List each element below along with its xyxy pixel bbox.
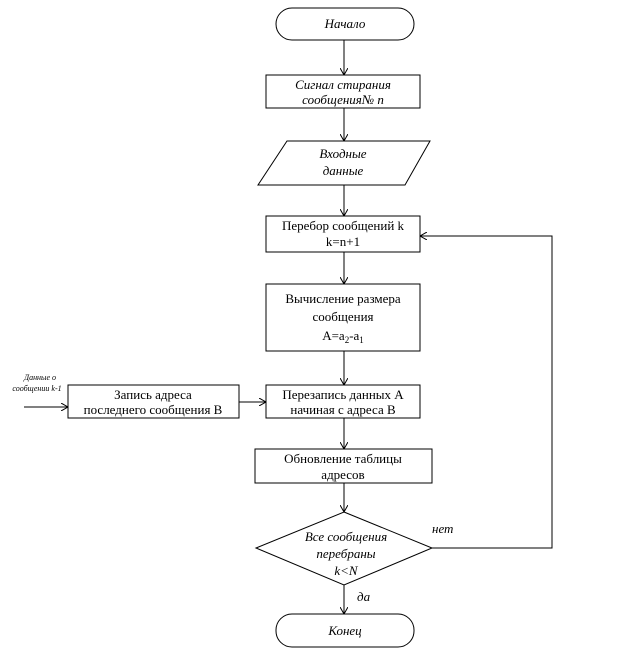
loop-line2: k=n+1 (326, 234, 360, 249)
loop-line1: Перебор сообщений k (282, 218, 405, 233)
iterate-messages-box: Перебор сообщений k k=n+1 (265, 215, 421, 253)
rewrite-data-box: Перезапись данных А начиная с адреса В (265, 384, 421, 419)
external-input-line1: Данные о (23, 373, 56, 382)
signal-line2: сообщения№ n (302, 92, 384, 107)
record-line1: Запись адреса (114, 387, 192, 402)
rewrite-line1: Перезапись данных А (282, 387, 404, 402)
record-address-box: Запись адреса последнего сообщения В (67, 384, 240, 419)
update-table-box: Обновление таблицы адресов (254, 448, 433, 484)
rewrite-line2: начиная с адреса В (290, 402, 396, 417)
start-terminator: Начало (275, 7, 415, 41)
decision-line2: перебраны (316, 546, 375, 561)
decision-line1: Все сообщения (305, 529, 387, 544)
yes-label: да (357, 589, 371, 604)
calc-line1: Вычисление размера (285, 291, 401, 306)
record-line2: последнего сообщения В (84, 402, 223, 417)
start-label: Начало (324, 16, 366, 31)
input-line1: Входные (319, 146, 366, 161)
input-line2: данные (323, 163, 364, 178)
update-line1: Обновление таблицы (284, 451, 402, 466)
no-label: нет (432, 521, 453, 536)
decision-diamond: Все сообщения перебраны k<N (254, 511, 434, 586)
signal-line1: Сигнал стирания (295, 77, 391, 92)
end-terminator: Конец (275, 613, 415, 648)
calc-formula: A=a2-a1 (322, 328, 364, 345)
external-input-line2: сообщении k-1 (12, 384, 61, 393)
end-label: Конец (327, 623, 362, 638)
calc-line2: сообщения (312, 309, 373, 324)
update-line2: адресов (321, 467, 364, 482)
calc-size-box: Вычисление размера сообщения A=a2-a1 (265, 283, 421, 352)
connectors (24, 40, 553, 614)
erase-signal-box: Сигнал стирания сообщения№ n (265, 74, 421, 109)
decision-line3: k<N (334, 563, 359, 578)
input-data-parallelogram: Входные данные (257, 140, 431, 186)
